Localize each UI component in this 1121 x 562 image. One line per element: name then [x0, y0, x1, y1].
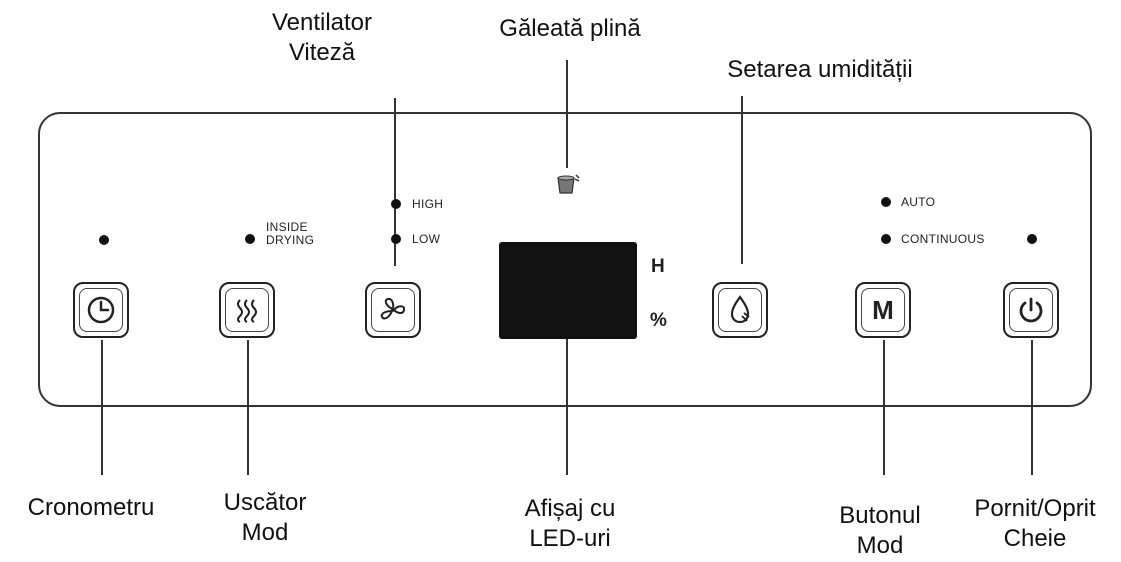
callout-mode-button-line2: Mod — [856, 532, 904, 559]
dryer-mode-button-face — [225, 288, 269, 332]
power-icon — [1019, 297, 1043, 323]
inside-drying-label-line1: INSIDE — [266, 220, 308, 234]
inside-drying-label: INSIDE DRYING — [266, 221, 314, 247]
timer-button[interactable] — [73, 282, 129, 338]
callout-bucket-full: Găleată plină — [499, 15, 641, 42]
timer-indicator-dot — [99, 235, 109, 245]
callout-mode-button-line1: Butonul — [839, 502, 921, 529]
leader-humidity-setting — [741, 96, 743, 264]
inside-drying-indicator-dot — [245, 234, 255, 244]
leader-led-display — [566, 339, 568, 475]
callout-led-display-line1: Afișaj cu — [524, 495, 616, 522]
power-button-face — [1009, 288, 1053, 332]
leader-bucket-full — [566, 60, 568, 168]
leader-dryer-mode — [247, 340, 249, 475]
callout-fan-speed-line1: Ventilator — [271, 9, 373, 36]
callout-led-display-line2: LED-uri — [529, 525, 611, 552]
display-unit-h: H — [651, 256, 665, 277]
continuous-indicator-dot — [881, 234, 891, 244]
callout-power-key-line2: Cheie — [1003, 525, 1067, 552]
callout-timer: Cronometru — [27, 494, 155, 521]
callout-dryer-mode: Uscător Mod — [210, 488, 320, 548]
fan-icon — [380, 297, 406, 320]
power-button[interactable] — [1003, 282, 1059, 338]
humidity-setting-button-face — [718, 288, 762, 332]
mode-button-label: M — [872, 294, 894, 325]
callout-fan-speed: Ventilator Viteză — [262, 8, 382, 68]
high-indicator-dot — [391, 199, 401, 209]
power-indicator-dot — [1027, 234, 1037, 244]
callout-humidity-setting: Setarea umidității — [727, 56, 913, 83]
led-display — [499, 242, 637, 339]
leader-fan-speed — [394, 98, 396, 266]
water-drop-icon — [730, 295, 750, 324]
low-label: LOW — [412, 232, 441, 246]
callout-mode-button: Butonul Mod — [825, 501, 935, 561]
bucket-icon — [557, 174, 580, 194]
callout-fan-speed-line2: Viteză — [288, 39, 356, 66]
mode-button-face: M — [861, 288, 905, 332]
inside-drying-label-line2: DRYING — [266, 233, 315, 247]
fan-speed-button[interactable] — [365, 282, 421, 338]
callout-dryer-mode-line2: Mod — [241, 519, 289, 546]
humidity-setting-button[interactable] — [712, 282, 768, 338]
dryer-mode-button[interactable] — [219, 282, 275, 338]
clock-icon — [87, 296, 115, 324]
callout-led-display: Afișaj cu LED-uri — [500, 494, 640, 554]
high-label: HIGH — [412, 197, 444, 211]
callout-power-key-line1: Pornit/Oprit — [974, 495, 1096, 522]
timer-button-face — [79, 288, 123, 332]
auto-indicator-dot — [881, 197, 891, 207]
mode-button[interactable]: M — [855, 282, 911, 338]
display-unit-percent: % — [650, 310, 667, 331]
callout-power-key: Pornit/Oprit Cheie — [960, 494, 1110, 554]
continuous-label: CONTINUOUS — [901, 232, 985, 246]
leader-timer — [101, 340, 103, 475]
low-indicator-dot — [391, 234, 401, 244]
fan-speed-button-face — [371, 288, 415, 332]
leader-mode-button — [883, 340, 885, 475]
heat-waves-icon — [237, 299, 257, 323]
leader-power-key — [1031, 340, 1033, 475]
auto-label: AUTO — [901, 195, 936, 209]
callout-dryer-mode-line1: Uscător — [223, 489, 307, 516]
